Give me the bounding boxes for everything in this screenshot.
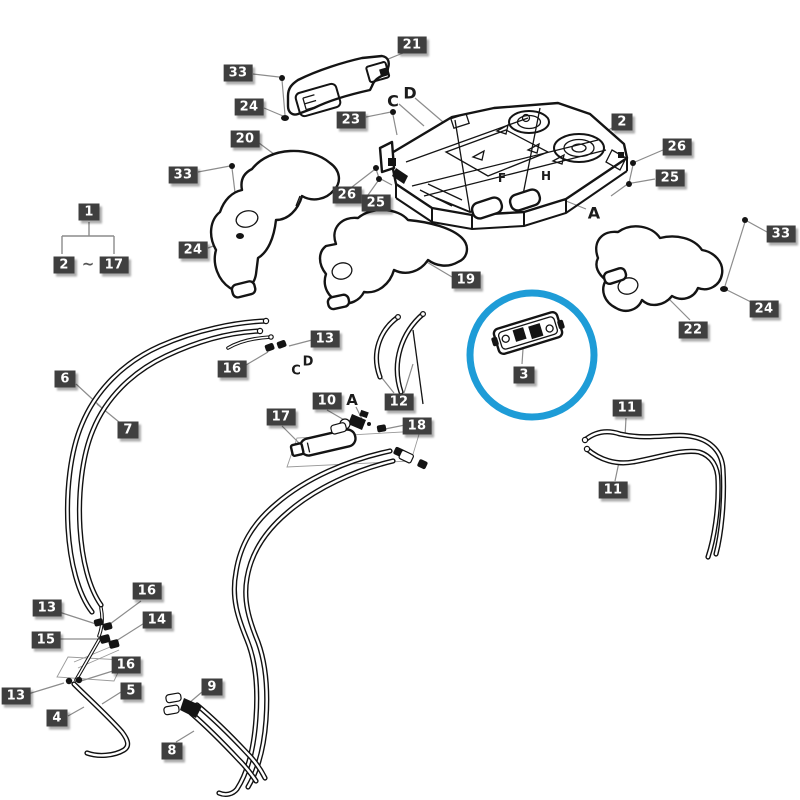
ref-letter-A-4: A	[587, 203, 601, 223]
part-callout-33-12[interactable]: 33	[766, 225, 796, 243]
hose-12	[373, 311, 427, 405]
part-callout-26-10[interactable]: 26	[662, 138, 692, 156]
part-callout-20-4[interactable]: 20	[230, 130, 260, 148]
part-callout-21-0[interactable]: 21	[397, 36, 427, 54]
part-callout-14-29[interactable]: 14	[142, 611, 172, 629]
filter-17	[289, 428, 357, 457]
part-callout-6-19[interactable]: 6	[54, 370, 76, 388]
part-callout-15-30[interactable]: 15	[31, 631, 61, 649]
part-20-cover	[209, 149, 341, 299]
part-callout-9-35[interactable]: 9	[201, 678, 223, 696]
part-callout-11-26[interactable]: 11	[598, 481, 628, 499]
legend-callout-parent[interactable]: 1	[78, 203, 100, 221]
part-callout-24-13[interactable]: 24	[749, 300, 779, 318]
valve-10-cluster	[330, 409, 387, 435]
ref-letter-A-7: A	[346, 391, 358, 409]
part-callout-22-14[interactable]: 22	[678, 321, 708, 339]
part-callout-23-3[interactable]: 23	[336, 111, 366, 129]
part-callout-12-23[interactable]: 12	[384, 393, 414, 411]
part-callout-26-6[interactable]: 26	[332, 186, 362, 204]
part-callout-16-31[interactable]: 16	[111, 656, 141, 674]
legend-callout-range-start[interactable]: 2	[53, 256, 75, 274]
part-22-cover	[595, 225, 724, 312]
part-callout-11-25[interactable]: 11	[612, 399, 642, 417]
part-callout-3-18[interactable]: 3	[513, 366, 535, 384]
tube-4-5	[71, 681, 131, 758]
ref-letter-D-1: D	[403, 83, 417, 103]
part-callout-17-22[interactable]: 17	[266, 408, 296, 426]
ref-letter-C-5: C	[291, 363, 301, 379]
part-callout-16-27[interactable]: 16	[132, 582, 162, 600]
part-callout-10-21[interactable]: 10	[312, 392, 342, 410]
part-callout-16-17[interactable]: 16	[217, 360, 247, 378]
part-callout-7-20[interactable]: 7	[117, 421, 139, 439]
part-callout-8-36[interactable]: 8	[161, 742, 183, 760]
part-callout-24-8[interactable]: 24	[178, 241, 208, 259]
part-callout-13-16[interactable]: 13	[310, 330, 340, 348]
part-callout-13-32[interactable]: 13	[1, 687, 31, 705]
part-callout-4-34[interactable]: 4	[46, 709, 68, 727]
hose-bundle-16	[216, 446, 428, 797]
ref-letter-F-2: F	[497, 171, 507, 185]
fasteners	[65, 75, 748, 685]
chassis-assembly	[378, 101, 629, 231]
legend-callout-range-end[interactable]: 17	[99, 256, 129, 274]
part-callout-33-1[interactable]: 33	[223, 64, 253, 82]
ref-letter-H-3: H	[540, 169, 552, 183]
part-callout-2-9[interactable]: 2	[611, 113, 633, 131]
ref-letter-D-6: D	[302, 354, 314, 370]
part-callout-33-5[interactable]: 33	[168, 166, 198, 184]
part-21-top-cover	[286, 54, 391, 118]
part-callout-5-33[interactable]: 5	[120, 682, 142, 700]
ref-letter-C-0: C	[387, 91, 399, 111]
highlight-circle	[466, 289, 598, 421]
part-callout-18-24[interactable]: 18	[402, 417, 432, 435]
hose-11	[581, 429, 727, 560]
tube-8-connector-9	[163, 692, 268, 784]
part-3-bracket	[491, 310, 565, 356]
part-callout-19-15[interactable]: 19	[451, 271, 481, 289]
part-callout-24-2[interactable]: 24	[234, 98, 264, 116]
part-19-cover	[318, 208, 469, 311]
legend-range-separator: ~	[81, 255, 95, 273]
part-callout-25-7[interactable]: 25	[361, 194, 391, 212]
part-callout-25-11[interactable]: 25	[655, 169, 685, 187]
part-callout-13-28[interactable]: 13	[32, 599, 62, 617]
